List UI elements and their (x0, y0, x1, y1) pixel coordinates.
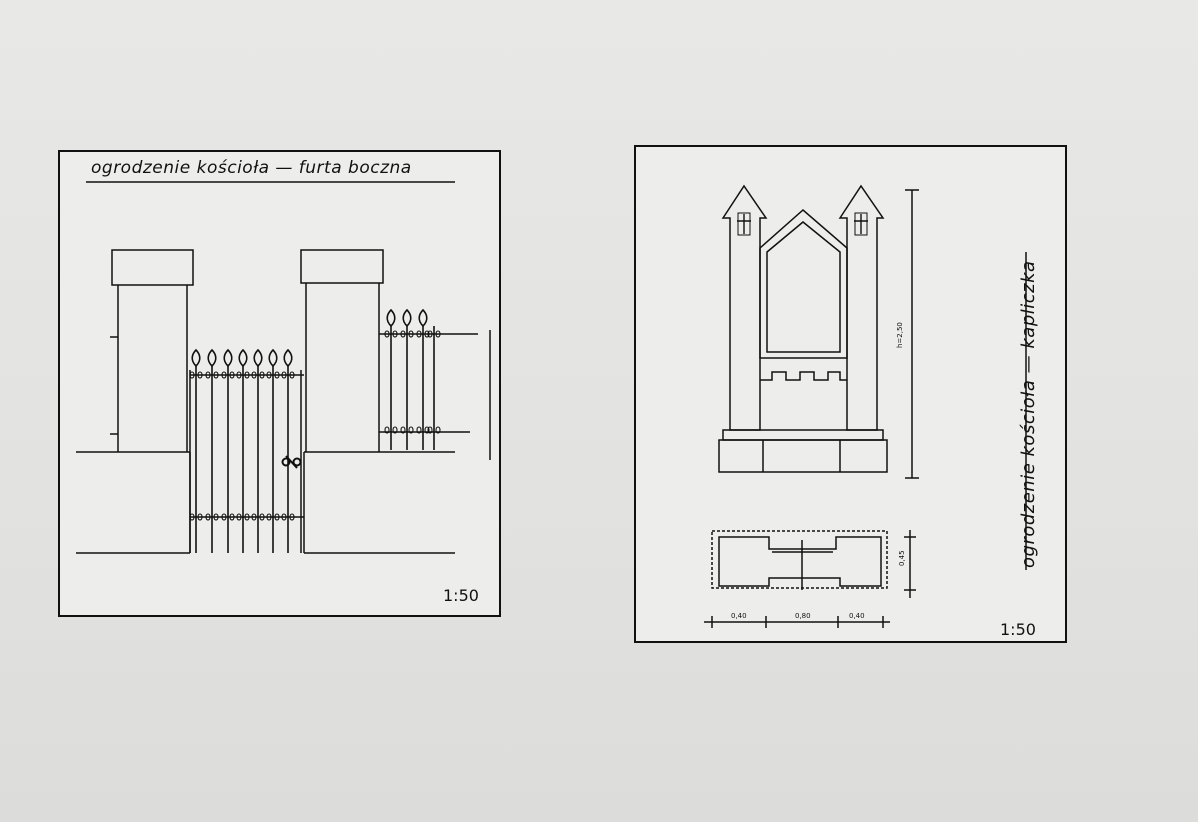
shrine-drawing-scale: 1:50 (1000, 620, 1036, 639)
gate-bars (189, 348, 295, 553)
gate-scroll-top (281, 371, 295, 379)
gate-drawing-title: ogrodzenie kościoła — furta boczna (91, 158, 412, 178)
fence-bar-finial (418, 308, 428, 327)
plan-width-dimension-left: 0,40 (731, 612, 747, 620)
fence-scroll-top (400, 330, 414, 338)
gate-bar-finial (238, 348, 248, 367)
fence-scroll-top (384, 330, 398, 338)
fence-bar-finial (386, 308, 396, 327)
gate-scroll-bottom (236, 513, 250, 521)
gate-scroll-top (251, 371, 265, 379)
shrine-drawing-title: ogrodzenie kościoła — kapliczka (1018, 260, 1039, 568)
gate-drawing-scale: 1:50 (443, 586, 479, 605)
fence-bar-finial (402, 308, 412, 327)
gate-scroll-bottom (221, 513, 235, 521)
gate-bar-finial (207, 348, 217, 367)
gate-scroll-bottom (205, 513, 219, 521)
fence-scroll-bottom (400, 426, 414, 434)
shrine-elevation (718, 184, 919, 479)
gate-drawing-frame (58, 150, 501, 617)
gate-bar-finial (268, 348, 278, 367)
gate-scroll-top (236, 371, 250, 379)
plan-width-dimension-right: 0,40 (849, 612, 865, 620)
gate-bar-finial (223, 348, 233, 367)
fence-scroll-top (427, 330, 441, 338)
gate-scroll-bottom (281, 513, 295, 521)
gate-scroll-top (221, 371, 235, 379)
fence-scroll-bottom (416, 426, 430, 434)
fence-bars (384, 308, 441, 450)
plan-depth-dimension: 0,45 (898, 550, 906, 566)
shrine-height-dimension: h=2,50 (896, 322, 904, 348)
gate-scroll-top (205, 371, 219, 379)
gate-scroll-bottom (266, 513, 280, 521)
gate-bar-finial (283, 348, 293, 367)
gate-bar-finial (253, 348, 263, 367)
gate-scroll-top (266, 371, 280, 379)
plan-width-dimension-middle: 0,80 (795, 612, 811, 620)
pillar-cap-left (111, 249, 194, 286)
gate-latch (281, 455, 302, 469)
shrine-plan (704, 252, 1027, 628)
gate-bar-finial (191, 348, 201, 367)
pillar-cap-right (300, 249, 384, 284)
shrine-drawing-frame (634, 145, 1067, 643)
gate-scroll-bottom (189, 513, 203, 521)
gate-scroll-bottom (251, 513, 265, 521)
gate-scroll-top (189, 371, 203, 379)
fence-scroll-bottom (384, 426, 398, 434)
fence-scroll-bottom (427, 426, 441, 434)
fence-scroll-top (416, 330, 430, 338)
